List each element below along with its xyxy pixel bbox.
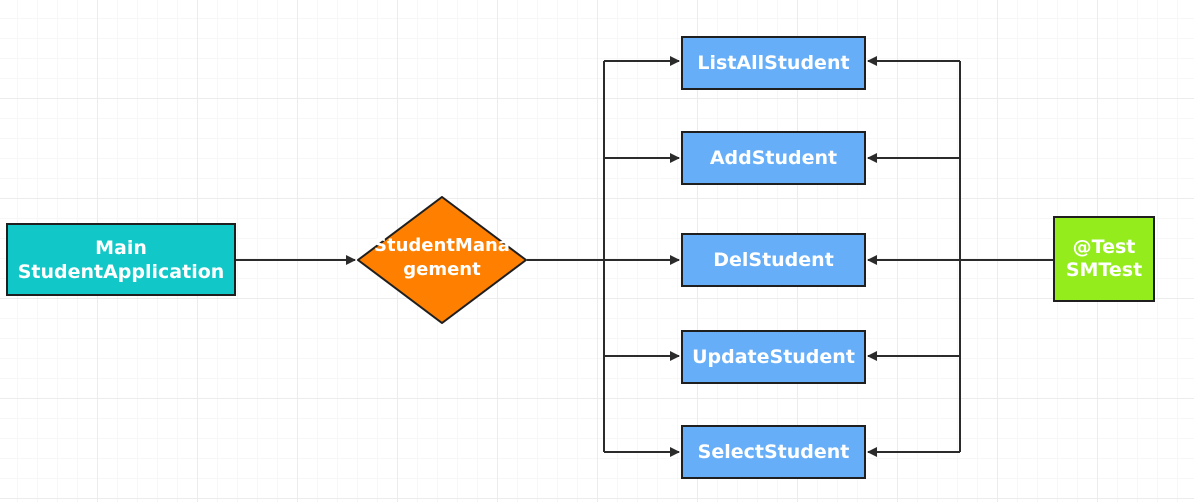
decision-diamond-shape xyxy=(357,196,527,324)
method-node-selectstudent[interactable]: SelectStudent xyxy=(681,425,866,479)
test-node-line2: SMTest xyxy=(1065,259,1143,281)
method-node-updatestudent[interactable]: UpdateStudent xyxy=(681,330,866,384)
decision-node-line1: StudentMana xyxy=(374,235,510,256)
method-node-label: UpdateStudent xyxy=(692,346,855,368)
method-node-label: ListAllStudent xyxy=(697,52,850,74)
main-application-node[interactable]: Main StudentApplication xyxy=(6,223,236,296)
method-node-delstudent[interactable]: DelStudent xyxy=(681,233,866,287)
student-management-decision-node[interactable]: StudentMana gement xyxy=(357,196,527,324)
main-node-line1: Main xyxy=(95,236,147,259)
method-node-label: SelectStudent xyxy=(697,441,850,463)
main-node-line2: StudentApplication xyxy=(17,260,225,283)
decision-node-line2: gement xyxy=(403,259,481,280)
test-node-line1: @Test xyxy=(1072,236,1136,258)
method-node-label: AddStudent xyxy=(709,147,838,169)
test-class-node[interactable]: @Test SMTest xyxy=(1053,216,1155,302)
method-node-addstudent[interactable]: AddStudent xyxy=(681,131,866,185)
decision-node-label: StudentMana gement xyxy=(357,234,527,282)
method-node-listallstudent[interactable]: ListAllStudent xyxy=(681,36,866,90)
method-node-label: DelStudent xyxy=(713,249,834,271)
